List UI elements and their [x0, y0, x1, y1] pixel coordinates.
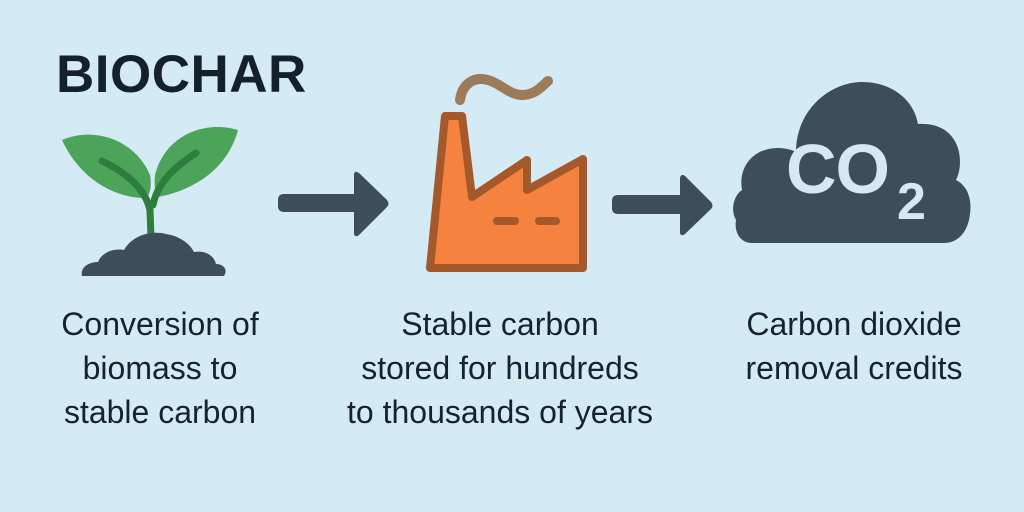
arrow-right-icon: [608, 170, 718, 240]
arrow-right-icon: [276, 168, 392, 240]
caption-line: to thousands of years: [347, 394, 653, 430]
caption-line: stable carbon: [63, 394, 257, 430]
caption-line: Conversion of: [61, 306, 259, 342]
caption-line: Carbon dioxide: [746, 306, 962, 342]
sprout-in-soil-icon: [58, 124, 244, 284]
caption-line: Stable carbon: [401, 306, 599, 342]
caption-line: stored for hundreds: [361, 350, 639, 386]
co2-label-subscript: 2: [897, 173, 926, 231]
factory-icon: [420, 66, 596, 276]
caption-line: biomass to: [82, 350, 238, 386]
caption-line: removal credits: [745, 350, 963, 386]
co2-label-main: CO: [786, 130, 890, 208]
step-1-caption: Conversion of biomass to stable carbon: [30, 302, 290, 434]
step-3-caption: Carbon dioxide removal credits: [714, 302, 994, 390]
diagram-title: BIOCHAR: [56, 45, 307, 104]
step-2-caption: Stable carbon stored for hundreds to tho…: [320, 302, 680, 434]
co2-cloud-icon: [730, 78, 976, 248]
